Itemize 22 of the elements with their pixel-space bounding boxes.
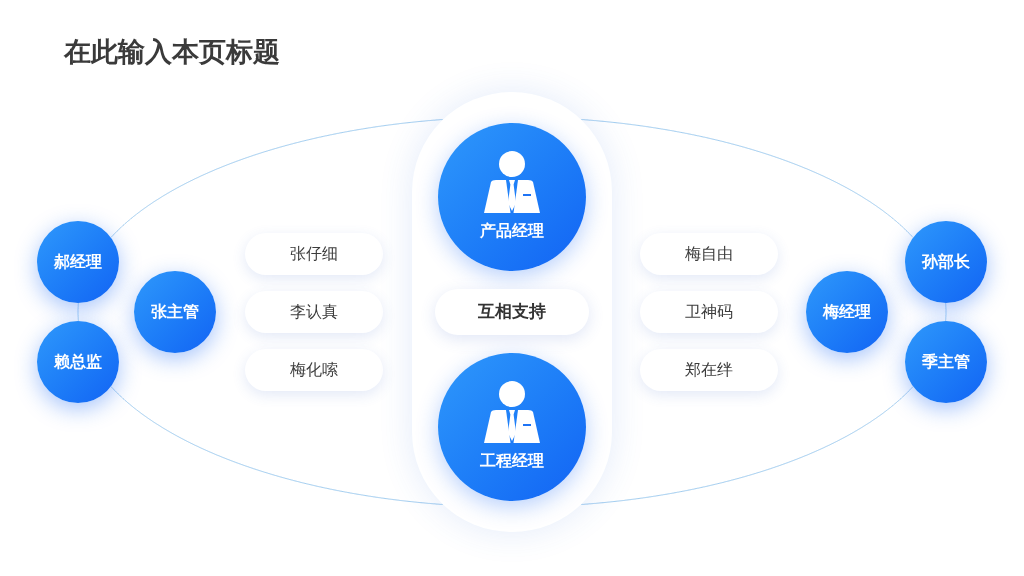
name-label: 孙部长 [922, 251, 970, 273]
name-label: 赖总监 [54, 351, 102, 373]
connector-line [945, 302, 947, 322]
name-label: 郝经理 [54, 251, 102, 273]
center-label: 互相支持 [478, 300, 546, 324]
name-label: 梅自由 [685, 243, 733, 265]
name-label: 郑在绊 [685, 359, 733, 381]
name-label: 李认真 [290, 301, 338, 323]
connector-line [580, 386, 914, 505]
name-label: 卫神码 [685, 301, 733, 323]
name-label: 梅经理 [823, 301, 871, 323]
name-label: 张仔细 [290, 243, 338, 265]
connector-line [77, 302, 79, 322]
name-label: 季主管 [922, 351, 970, 373]
name-label: 梅化嗦 [290, 359, 338, 381]
connector-line [110, 119, 444, 238]
role-label: 产品经理 [480, 220, 544, 242]
connector-line [580, 119, 914, 238]
connector-line [110, 386, 444, 505]
page-title: 在此输入本页标题 [64, 35, 280, 69]
name-label: 张主管 [151, 301, 199, 323]
role-label: 工程经理 [480, 450, 544, 472]
